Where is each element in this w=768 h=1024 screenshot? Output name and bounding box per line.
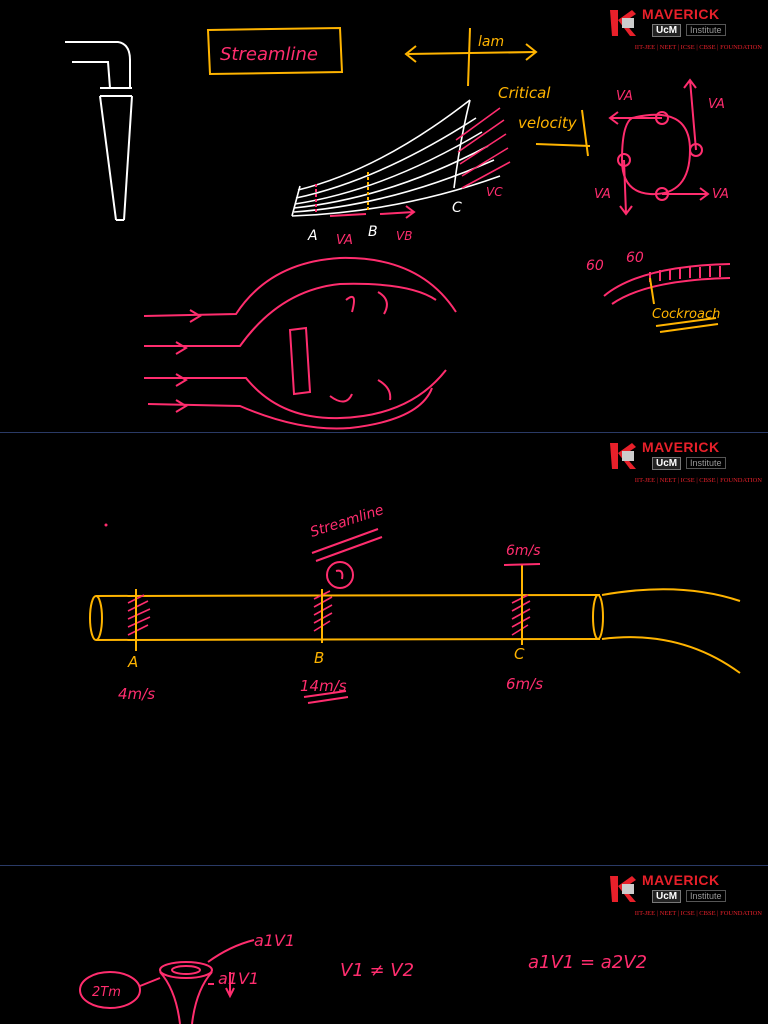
title-box <box>206 26 344 76</box>
brand-tagline: IIT-JEE | NEET | ICSE | CBSE | FOUNDATIO… <box>634 44 762 51</box>
point-b: B <box>368 224 378 240</box>
brand-logo: MAVERICK UcM Institute IIT-JEE | NEET | … <box>604 872 762 920</box>
brand-sub: UcM <box>652 24 682 37</box>
ink-sketch-panel-3: a1V1 2Tm a1V1 V1 ≠ V2 a1V1 = a2V2 <box>79 931 647 1024</box>
tap-sketch <box>65 41 133 221</box>
circle-va-3: VA <box>594 187 611 202</box>
brand-name: MAVERICK <box>642 439 720 455</box>
label-lam: lam <box>478 34 504 50</box>
brand-institute: Institute <box>686 890 726 902</box>
section-marks <box>127 590 531 636</box>
layer-caption: Cockroach <box>652 307 720 322</box>
speed-b: 14m/s <box>300 677 347 695</box>
label-critical: Critical <box>498 84 551 102</box>
brand-institute: Institute <box>686 457 726 469</box>
speed-c-top: 6m/s <box>506 543 541 559</box>
ink-sketch-panel-2: A B C 4m/s 14m/s 6m/s 6m/s Streamline <box>89 502 741 704</box>
board-panel-2: MAVERICK UcM Institute IIT-JEE | NEET | … <box>0 433 768 866</box>
maverick-logo-icon <box>610 443 636 469</box>
critical-flow-lines <box>455 107 511 189</box>
eq-not-equal: V1 ≠ V2 <box>340 960 414 981</box>
circle-va-2: VA <box>708 97 725 112</box>
point-c: C <box>514 645 525 663</box>
layer-label-1: 60 <box>586 258 604 274</box>
board-panel-1: MAVERICK UcM Institute IIT-JEE | NEET | … <box>0 0 768 433</box>
ink-sketch-panel-1: Streamline lam Critical velocity <box>65 26 731 430</box>
brand-sub: UcM <box>652 457 682 470</box>
speed-c: 6m/s <box>506 675 543 693</box>
layer-sheet <box>603 263 731 305</box>
maverick-logo-icon <box>610 876 636 902</box>
label-a1v1-top: a1V1 <box>254 931 295 950</box>
streamline-tube <box>291 99 501 217</box>
double-arrow <box>404 27 538 87</box>
velocity-circle <box>608 78 710 216</box>
brand-logo: MAVERICK UcM Institute IIT-JEE | NEET | … <box>604 439 762 487</box>
eq-continuity: a1V1 = a2V2 <box>528 952 647 973</box>
label-velocity: velocity <box>518 114 578 132</box>
board-panel-3: MAVERICK UcM Institute IIT-JEE | NEET | … <box>0 866 768 1024</box>
note-streamline: Streamline <box>308 502 385 541</box>
label-vc: VC <box>486 185 503 199</box>
circle-va-1: VA <box>616 89 633 104</box>
maverick-logo-icon <box>610 10 636 36</box>
brand-sub: UcM <box>652 890 682 903</box>
brand-logo: MAVERICK UcM Institute IIT-JEE | NEET | … <box>604 6 762 54</box>
brand-name: MAVERICK <box>642 6 720 22</box>
point-c: C <box>452 200 462 216</box>
pipe <box>89 588 741 674</box>
brand-tagline: IIT-JEE | NEET | ICSE | CBSE | FOUNDATIO… <box>634 910 762 917</box>
point-a: A <box>127 653 138 671</box>
label-a1v1-side: a1V1 <box>218 969 259 988</box>
layer-label-2: 60 <box>626 250 644 266</box>
funnel-sketch <box>79 939 255 1024</box>
particle-circle <box>326 561 354 589</box>
brand-name: MAVERICK <box>642 872 720 888</box>
flow-around-obstacle <box>143 256 457 430</box>
label-va: VA <box>336 233 353 248</box>
speed-a: 4m/s <box>118 685 155 703</box>
brand-institute: Institute <box>686 24 726 36</box>
label-vb: VB <box>396 229 412 243</box>
point-a: A <box>307 228 318 244</box>
point-b: B <box>314 649 324 667</box>
label-area: 2Tm <box>92 985 121 1000</box>
brand-tagline: IIT-JEE | NEET | ICSE | CBSE | FOUNDATIO… <box>634 477 762 484</box>
circle-va-4: VA <box>712 187 729 202</box>
title-streamline: Streamline <box>220 44 318 65</box>
